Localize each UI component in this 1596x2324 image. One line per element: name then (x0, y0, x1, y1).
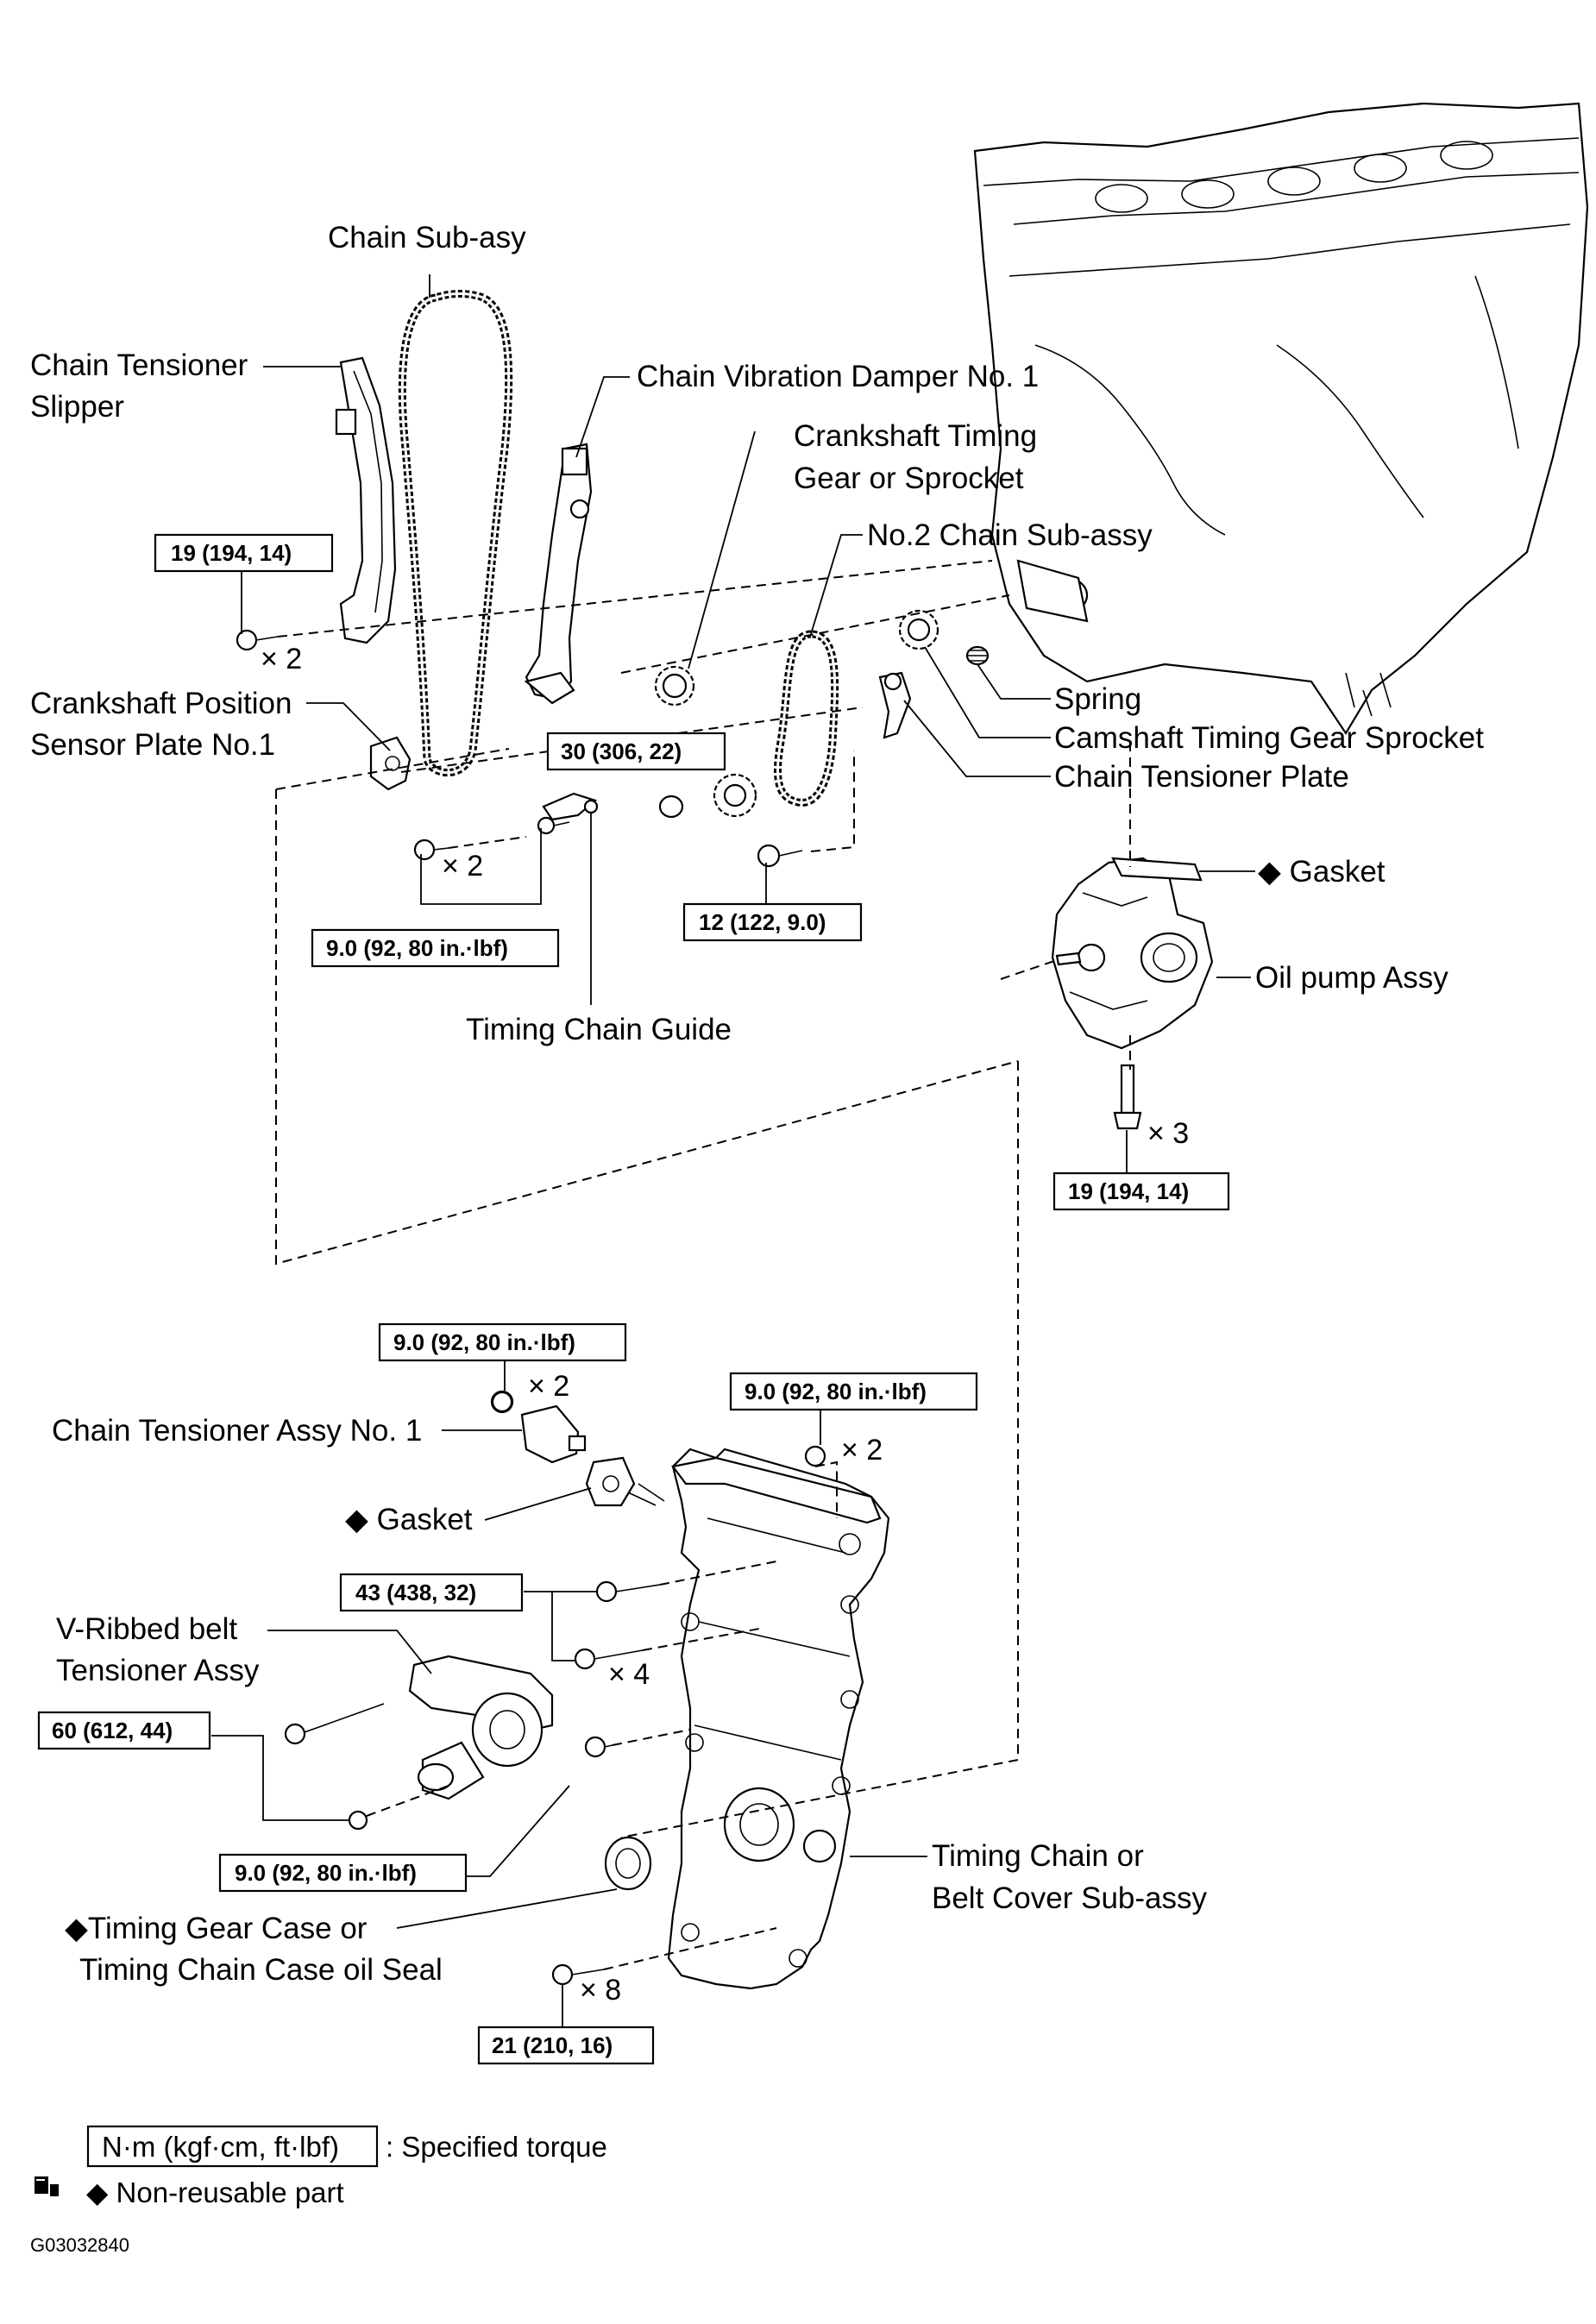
assembly-dashed-lines-lower (366, 1061, 1019, 1970)
label-oil-pump-assy: Oil pump Assy (1255, 961, 1448, 995)
legend-torque-unit: N·m (kgf·cm, ft·lbf) (102, 2131, 339, 2163)
torque-text: 19 (194, 14) (171, 540, 292, 566)
qty-tensioner-nut: × 2 (528, 1370, 569, 1403)
v-ribbed-belt-tensioner-part (348, 1655, 554, 1831)
label-gasket-lower: ◆ Gasket (345, 1503, 473, 1536)
label-chain-sub-assy: Chain Sub-asy (328, 221, 526, 254)
torque-box-crank-gear-bolt: 30 (306, 22) (546, 732, 726, 771)
label-timing-chain-cover-2: Belt Cover Sub-assy (932, 1881, 1208, 1915)
torque-box-cover-nut: 9.0 (92, 80 in.·lbf) (729, 1372, 978, 1411)
label-camshaft-timing-gear: Camshaft Timing Gear Sprocket (1054, 721, 1484, 755)
timing-chain-cover-sub-assy (667, 1448, 890, 1990)
chain-sub-assy (398, 290, 513, 777)
label-gasket-upper: ◆ Gasket (1258, 855, 1386, 889)
chain-tensioner-slipper (335, 356, 397, 644)
label-chain-tensioner-slipper: Chain Tensioner (30, 349, 248, 382)
chain-vibration-damper (524, 443, 593, 705)
torque-box-slipper-bolt: 19 (194, 14) (154, 533, 334, 573)
legend-torque-desc: : Specified torque (386, 2131, 607, 2163)
label-spring: Spring (1054, 682, 1141, 716)
spring-part (965, 645, 990, 666)
torque-text: 12 (122, 9.0) (699, 909, 826, 935)
torque-box-cover-bolt-21: 21 (210, 16) (477, 2026, 655, 2065)
torque-text: 9.0 (92, 80 in.·lbf) (393, 1329, 575, 1355)
oil-seal-part (604, 1836, 652, 1891)
manual-book-icon (35, 2176, 59, 2196)
qty-slipper: × 2 (261, 643, 302, 675)
torque-text: 9.0 (92, 80 in.·lbf) (745, 1379, 927, 1404)
leader-lines (211, 274, 1255, 2027)
engine-block-illustration (973, 102, 1589, 736)
qty-oil-pump: × 3 (1147, 1117, 1189, 1150)
torque-box-tensioner-nut: 9.0 (92, 80 in.·lbf) (378, 1322, 627, 1362)
label-timing-gear-case-seal: ◆Timing Gear Case or (65, 1912, 368, 1945)
label-crankshaft-timing-gear: Crankshaft Timing (794, 419, 1037, 453)
bolts-upper (236, 629, 803, 868)
camshaft-timing-gear-sprocket (898, 609, 939, 650)
crankshaft-position-sensor-plate (369, 736, 412, 791)
oil-pump-assy (1051, 857, 1214, 1050)
label-timing-gear-case-seal-2: Timing Chain Case oil Seal (79, 1953, 443, 1987)
bolts-lower (284, 1391, 826, 1986)
label-crankshaft-sensor-plate-2: Sensor Plate No.1 (30, 728, 275, 762)
legend: N·m (kgf·cm, ft·lbf) : Specified torque … (30, 2125, 607, 2256)
label-chain-tensioner-slipper-2: Slipper (30, 390, 124, 424)
qty-cover-bolt-43: × 4 (608, 1658, 650, 1691)
crankshaft-sprocket (658, 773, 757, 819)
torque-text: 9.0 (92, 80 in.·lbf) (326, 935, 508, 961)
torque-box-cover-bolt-43: 43 (438, 32) (339, 1573, 524, 1612)
figure-id: G03032840 (30, 2234, 129, 2256)
gasket-upper-part (1111, 857, 1203, 882)
torque-text: 43 (438, 32) (355, 1580, 476, 1605)
torque-box-oil-pump-bolt: 19 (194, 14) (1052, 1171, 1230, 1211)
label-crankshaft-timing-gear-2: Gear or Sprocket (794, 462, 1024, 495)
legend-non-reusable: ◆ Non-reusable part (86, 2176, 344, 2208)
label-timing-chain-cover: Timing Chain or (932, 1839, 1144, 1873)
torque-box-tensioner-plate-bolt: 12 (122, 9.0) (682, 902, 863, 942)
label-chain-tensioner-assy: Chain Tensioner Assy No. 1 (52, 1414, 422, 1448)
torque-text: 9.0 (92, 80 in.·lbf) (235, 1860, 417, 1886)
label-timing-chain-guide: Timing Chain Guide (466, 1013, 732, 1046)
torque-box-belt-tensioner-nut: 9.0 (92, 80 in.·lbf) (218, 1853, 468, 1893)
oil-pump-bolt (1113, 1064, 1142, 1130)
crankshaft-timing-gear (654, 665, 695, 707)
torque-text: 21 (210, 16) (492, 2032, 613, 2058)
qty-guide: × 2 (442, 850, 483, 882)
label-v-ribbed-belt-tensioner: V-Ribbed belt (56, 1612, 237, 1646)
qty-cover-nut: × 2 (841, 1434, 883, 1467)
label-crankshaft-sensor-plate: Crankshaft Position (30, 687, 292, 720)
torque-box-guide-bolt: 9.0 (92, 80 in.·lbf) (311, 928, 560, 968)
torque-box-belt-tensioner-bolt: 60 (612, 44) (37, 1711, 211, 1750)
label-no2-chain-sub-assy: No.2 Chain Sub-assy (867, 518, 1153, 552)
label-v-ribbed-belt-tensioner-2: Tensioner Assy (56, 1654, 260, 1687)
torque-text: 60 (612, 44) (52, 1718, 173, 1743)
no2-chain-sub-assy (774, 630, 839, 807)
qty-cover-bolt-21: × 8 (580, 1974, 621, 2007)
label-chain-tensioner-plate: Chain Tensioner Plate (1054, 760, 1349, 794)
torque-text: 30 (306, 22) (561, 738, 682, 764)
chain-tensioner-plate (878, 671, 912, 739)
gasket-lower-part (585, 1456, 665, 1507)
torque-text: 19 (194, 14) (1068, 1178, 1189, 1204)
timing-chain-guide (542, 792, 599, 821)
label-chain-vibration-damper: Chain Vibration Damper No. 1 (637, 360, 1039, 393)
